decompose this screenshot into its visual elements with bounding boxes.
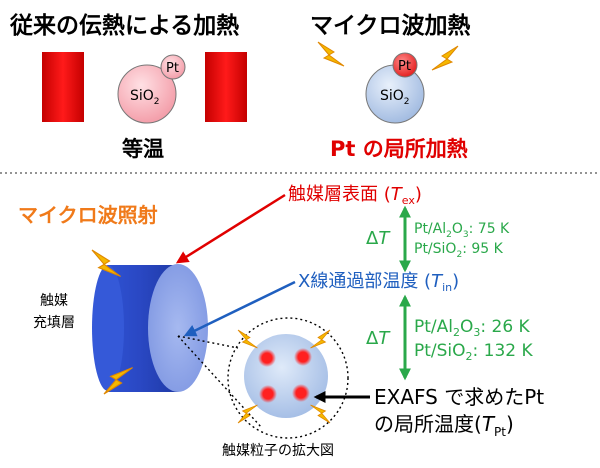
sio2-label-right: SiO2: [380, 88, 410, 107]
dt-upper-al2o3: Pt/Al2O3: 75 K: [414, 221, 510, 240]
silica-particle-left: [117, 64, 177, 124]
right-title: マイクロ波加熱: [310, 13, 471, 39]
delta-t-lower: ΔT: [366, 328, 391, 349]
pt-hotspot: [258, 349, 276, 367]
heater-block-left: [42, 52, 84, 122]
xray-arrow: [183, 280, 296, 337]
surface-arrow: [175, 193, 286, 264]
bed-label-line2: 充填層: [33, 315, 75, 331]
zoom-line-bottom: [177, 335, 263, 429]
pt-particle-right: [392, 52, 418, 78]
pt-label-right: Pt: [398, 59, 411, 74]
pt-hotspot: [259, 385, 277, 403]
sio2-label-left: SiO2: [130, 88, 160, 107]
xray-label: X線通過部温度 (Tin): [298, 271, 459, 294]
heater-block-right: [205, 52, 247, 122]
bolt-icon: [431, 45, 459, 71]
left-caption: 等温: [122, 137, 164, 161]
bolt-icon: [317, 41, 345, 67]
microwave-label: マイクロ波照射: [18, 203, 158, 227]
dt-upper-sio2: Pt/SiO2: 95 K: [414, 241, 504, 260]
dt-lower-sio2: Pt/SiO2: 132 K: [414, 341, 534, 363]
dt-lower-al2o3: Pt/Al2O3: 26 K: [414, 317, 531, 339]
zoom-outline: [227, 317, 349, 439]
bed-label-line1: 触媒: [40, 293, 68, 309]
pt-hotspot: [292, 384, 310, 402]
pt-label-left: Pt: [166, 61, 179, 76]
zoom-line-top: [177, 335, 239, 349]
surface-label: 触媒層表面 (Tex): [288, 184, 422, 207]
bolt-icon: [237, 329, 258, 349]
zoom-caption: 触媒粒子の拡大図: [222, 443, 334, 459]
left-title: 従来の伝熱による加熱: [9, 12, 239, 39]
pt-particle-left: [160, 54, 186, 80]
exafs-line1: EXAFS で求めたPt: [374, 385, 544, 409]
catalyst-bed-face: [148, 264, 208, 392]
exafs-line2: の局所温度(TPt): [374, 412, 514, 439]
bolt-icon: [237, 404, 258, 424]
pt-hotspot: [294, 348, 312, 366]
delta-t-upper: ΔT: [366, 228, 391, 249]
catalyst-bed-back: [92, 265, 124, 391]
right-caption: Pt の局所加熱: [330, 137, 468, 161]
